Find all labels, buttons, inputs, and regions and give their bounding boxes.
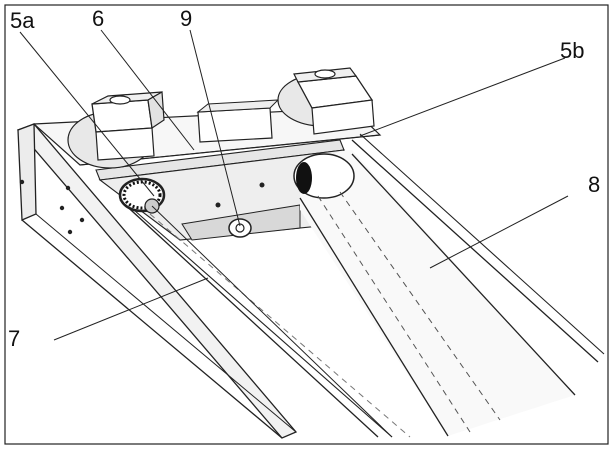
- main-roller: [293, 150, 576, 437]
- leader-lines: [19, 29, 569, 341]
- callout-5a: 5a: [10, 8, 35, 33]
- callout-9: 9: [180, 6, 192, 31]
- callout-5b: 5b: [560, 38, 584, 63]
- leader-5b: [359, 57, 566, 137]
- figure-frame: [4, 4, 609, 445]
- leader-8: [429, 195, 569, 269]
- leader-7: [53, 277, 209, 341]
- callout-6: 6: [92, 6, 104, 31]
- callout-7: 7: [8, 326, 20, 351]
- left-pulley-block: [67, 91, 165, 169]
- right-pulley-block: [277, 67, 375, 135]
- leader-9: [189, 29, 241, 227]
- housing-side-panel: [16, 123, 298, 439]
- rail-bar: [95, 139, 345, 241]
- left-roller-gear: [118, 177, 166, 214]
- belt-rails: [119, 133, 605, 438]
- shaft-roller: [151, 205, 393, 438]
- leader-6: [100, 29, 195, 151]
- leader-5a: [19, 31, 155, 197]
- callout-8: 8: [588, 172, 600, 197]
- pivot-pin: [228, 218, 252, 238]
- center-block: [196, 99, 280, 143]
